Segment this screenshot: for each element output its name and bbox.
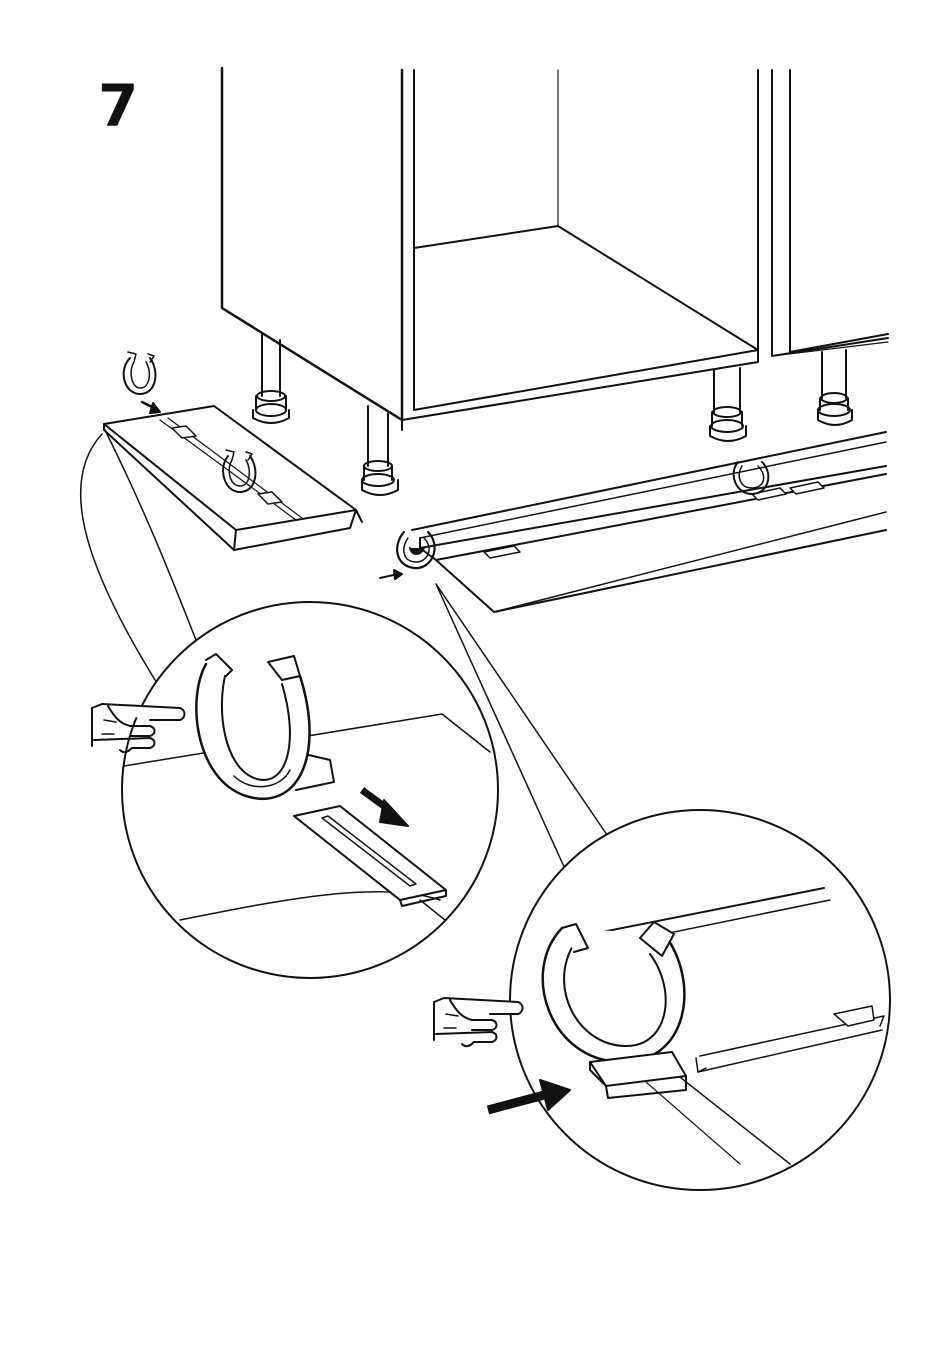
plinth-clip [124,352,156,394]
front-plinth [380,432,886,612]
side-plinth [104,402,362,550]
leg [362,406,398,495]
detail-circle-release [122,602,498,978]
detail-circle-attach [488,810,890,1190]
step-number: 7 [98,72,138,140]
cabinet [222,68,888,430]
leg [818,350,852,425]
pointing-hand-icon [434,998,523,1046]
leg [710,368,746,441]
